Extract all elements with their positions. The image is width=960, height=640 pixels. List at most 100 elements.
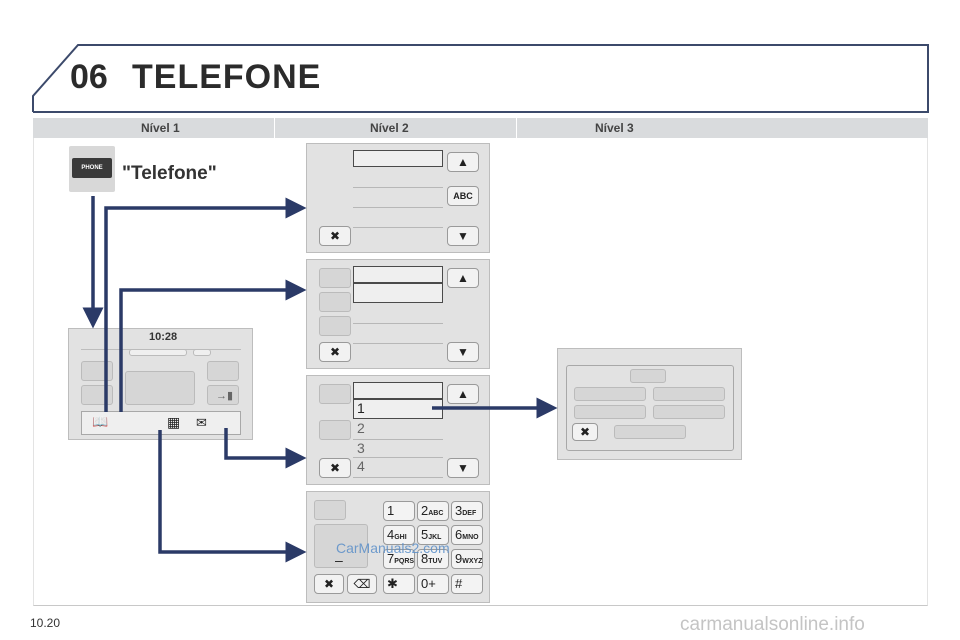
key-9[interactable]: 9WXYZ <box>451 549 483 569</box>
list-row[interactable] <box>353 208 443 228</box>
clock: 10:28 <box>149 331 178 343</box>
key-digit: ✱ <box>387 576 398 591</box>
signal-bar <box>129 349 187 356</box>
side-button[interactable] <box>81 385 113 405</box>
list-row-selected[interactable] <box>353 382 443 399</box>
close-button[interactable]: ✖ <box>319 342 351 362</box>
backspace-button[interactable]: ⌫ <box>347 574 377 594</box>
side-button[interactable] <box>319 384 351 404</box>
key-3[interactable]: 3DEF <box>451 501 483 521</box>
level3-title-box <box>630 369 666 383</box>
option-button[interactable] <box>614 425 686 439</box>
key-letters: PQRS <box>394 558 415 565</box>
side-button[interactable] <box>81 361 113 381</box>
panel-contacts: ▲ ABC ▼ ✖ <box>306 143 490 253</box>
option-button[interactable] <box>574 387 646 401</box>
list-row-selected[interactable] <box>353 150 443 167</box>
bottom-toolbar: 📖 ▦ ✉ <box>81 411 241 435</box>
key-6[interactable]: 6MNO <box>451 525 483 545</box>
key-4[interactable]: 4GHI <box>383 525 415 545</box>
filter-button[interactable] <box>319 316 351 336</box>
list-row[interactable] <box>353 188 443 208</box>
envelope-icon[interactable]: ✉ <box>196 415 207 430</box>
list-row[interactable] <box>353 324 443 344</box>
key-5[interactable]: 5JKL <box>417 525 449 545</box>
scroll-up-button[interactable]: ▲ <box>447 268 479 288</box>
close-button[interactable]: ✖ <box>319 226 351 246</box>
option-button[interactable] <box>574 405 646 419</box>
list-item[interactable]: 2 <box>353 420 443 440</box>
scroll-up-button[interactable]: ▲ <box>447 384 479 404</box>
side-button[interactable] <box>314 500 346 520</box>
key-digit: 6 <box>455 527 463 542</box>
key-digit: 5 <box>421 527 429 542</box>
phone-main-screen: →▮ 📖 ▦ ✉ <box>68 328 253 440</box>
key-letters: JKL <box>428 534 442 541</box>
battery-icon <box>193 349 211 356</box>
key-digit: 4 <box>387 527 395 542</box>
key-digit: 7 <box>387 551 395 566</box>
transfer-icon: →▮ <box>216 390 234 402</box>
key-1[interactable]: 1 <box>383 501 415 521</box>
option-button[interactable] <box>653 405 725 419</box>
list-row-highlighted[interactable] <box>353 283 443 303</box>
key-letters: ABC <box>428 510 444 517</box>
scroll-down-button[interactable]: ▼ <box>447 226 479 246</box>
key-digit: 9 <box>455 551 463 566</box>
panel-numbered-list: 1 2 3 4 ▲ ▼ ✖ <box>306 375 490 485</box>
scroll-down-button[interactable]: ▼ <box>447 342 479 362</box>
key-digit: 1 <box>387 503 395 518</box>
keypad-icon[interactable]: ▦ <box>167 414 181 430</box>
level-separator <box>516 118 517 138</box>
scroll-up-button[interactable]: ▲ <box>447 152 479 172</box>
option-button[interactable] <box>653 387 725 401</box>
phone-key[interactable]: PHONE <box>69 146 115 192</box>
side-button[interactable] <box>319 420 351 440</box>
close-button[interactable]: ✖ <box>314 574 344 594</box>
key-star[interactable]: ✱ <box>383 574 415 594</box>
key-7[interactable]: 7PQRS <box>383 549 415 569</box>
panel-calls: ▲ ▼ ✖ <box>306 259 490 369</box>
key-2[interactable]: 2ABC <box>417 501 449 521</box>
level-separator <box>274 118 275 138</box>
list-row[interactable] <box>353 304 443 324</box>
key-8[interactable]: 8TUV <box>417 549 449 569</box>
list-row-selected[interactable] <box>353 266 443 283</box>
key-digit: 2 <box>421 503 429 518</box>
list-item[interactable]: 3 <box>353 440 443 458</box>
level-1-label: Nível 1 <box>141 121 180 135</box>
phone-key-label: PHONE <box>72 158 112 178</box>
watermark: CarManuals2.com <box>336 540 450 556</box>
key-digit: 3 <box>455 503 463 518</box>
footer-watermark: carmanualsonline.info <box>680 614 865 635</box>
scroll-down-button[interactable]: ▼ <box>447 458 479 478</box>
list-row[interactable] <box>353 168 443 188</box>
list-item[interactable]: 4 <box>353 458 443 478</box>
filter-button[interactable] <box>319 268 351 288</box>
contacts-book-icon[interactable]: 📖 <box>92 414 109 429</box>
abc-sort-button[interactable]: ABC <box>447 186 479 206</box>
key-letters: WXYZ <box>462 558 483 565</box>
panel-keypad: – 1 2ABC 3DEF 4GHI 5JKL 6MNO 7PQRS 8TUV … <box>306 491 490 603</box>
list-item[interactable]: 1 <box>353 399 443 419</box>
key-letters: MNO <box>462 534 479 541</box>
key-digit: 8 <box>421 551 429 566</box>
abc-label: ABC <box>453 191 473 201</box>
header-frame <box>32 44 929 113</box>
menu-label: "Telefone" <box>122 163 217 184</box>
transfer-button[interactable]: →▮ <box>207 385 239 405</box>
side-button[interactable] <box>207 361 239 381</box>
chapter-number: 06 <box>70 58 108 96</box>
key-0[interactable]: 0+ <box>417 574 449 594</box>
info-area <box>125 371 195 405</box>
key-hash[interactable]: # <box>451 574 483 594</box>
level3-frame <box>566 365 734 451</box>
key-digit: # <box>455 576 463 591</box>
key-letters: GHI <box>394 534 407 541</box>
key-letters: TUV <box>428 558 443 565</box>
close-button[interactable]: ✖ <box>319 458 351 478</box>
close-button[interactable]: ✖ <box>572 423 598 441</box>
key-letters: DEF <box>462 510 477 517</box>
page-title: TELEFONE <box>132 58 322 96</box>
filter-button[interactable] <box>319 292 351 312</box>
